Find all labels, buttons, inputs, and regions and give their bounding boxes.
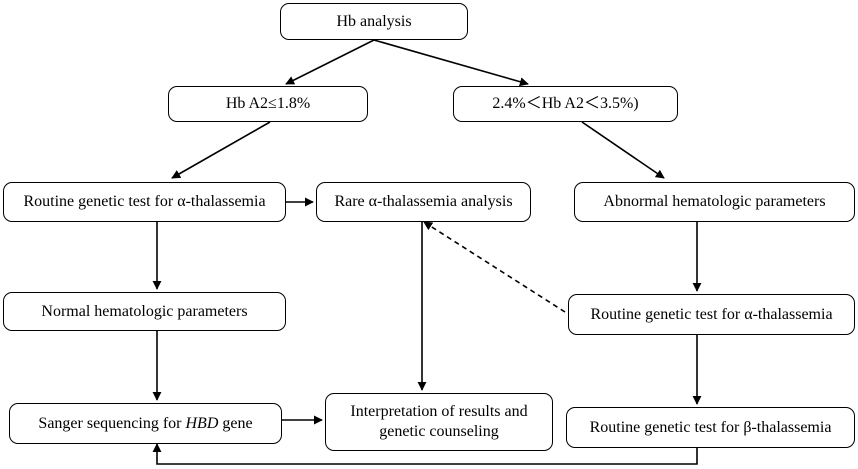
sanger-prefix: Sanger sequencing for — [38, 414, 186, 432]
node-interpretation: Interpretation of results and genetic cou… — [325, 393, 553, 451]
arrow-mid-to-abnormal — [581, 121, 665, 179]
arrow-beta-to-sanger — [152, 443, 698, 465]
interpretation-line-1: Interpretation of results and — [350, 403, 528, 420]
sanger-gene: HBD — [185, 414, 219, 432]
node-routine-alpha-right-label: Routine genetic test for α-thalassemia — [590, 305, 833, 323]
arrow-hb-to-mid — [373, 39, 529, 87]
node-hb-analysis: Hb analysis — [280, 3, 468, 40]
node-hba2-low: Hb A2≤1.8% — [168, 86, 368, 122]
node-abnormal-params: Abnormal hematologic parameters — [574, 182, 855, 222]
node-hba2-mid: 2.4%＜Hb A2＜3.5%) — [453, 86, 678, 122]
node-normal-params: Normal hematologic parameters — [3, 292, 286, 331]
node-rare-alpha: Rare α-thalassemia analysis — [316, 182, 531, 222]
node-hb-analysis-label: Hb analysis — [336, 12, 412, 30]
interpretation-line-2: genetic counseling — [379, 423, 499, 440]
node-routine-alpha-left: Routine genetic test for α-thalassemia — [3, 182, 286, 222]
node-hba2-mid-label: 2.4%＜Hb A2＜3.5%) — [492, 95, 639, 112]
node-sanger: Sanger sequencing for HBD gene — [9, 403, 282, 444]
arrow-hb-to-low — [285, 39, 375, 85]
node-routine-beta: Routine genetic test for β-thalassemia — [566, 407, 855, 448]
arrow-low-to-routine-alpha — [171, 121, 271, 179]
arrow-routine-alpha-right-to-rare — [423, 221, 566, 313]
node-rare-alpha-label: Rare α-thalassemia analysis — [334, 193, 513, 210]
node-routine-alpha-left-label: Routine genetic test for α-thalassemia — [23, 193, 266, 210]
node-hba2-low-label: Hb A2≤1.8% — [225, 95, 311, 112]
node-sanger-label: Sanger sequencing for HBD gene — [38, 414, 252, 434]
node-routine-alpha-right: Routine genetic test for α-thalassemia — [568, 294, 855, 335]
sanger-suffix: gene — [218, 414, 253, 432]
node-interpretation-label: Interpretation of results and genetic cou… — [350, 402, 527, 442]
node-abnormal-params-label: Abnormal hematologic parameters — [603, 193, 826, 210]
node-normal-params-label: Normal hematologic parameters — [41, 302, 248, 320]
node-routine-beta-label: Routine genetic test for β-thalassemia — [589, 418, 832, 436]
